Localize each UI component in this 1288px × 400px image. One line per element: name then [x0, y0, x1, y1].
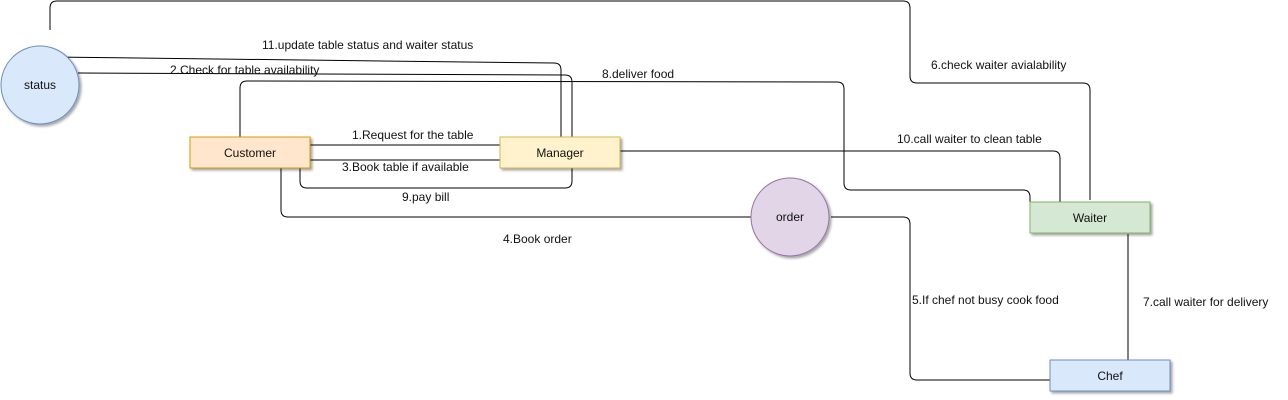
edge-2-line — [77, 72, 573, 189]
edge-3-label: 3.Book table if available — [342, 160, 469, 174]
edge-5-line — [831, 216, 1050, 381]
edge-6-line — [49, 0, 1091, 200]
manager-box — [499, 136, 621, 169]
node-order[interactable]: order — [750, 177, 830, 257]
node-manager[interactable]: Manager — [499, 136, 621, 169]
manager-label: Manager — [536, 146, 583, 160]
edge-11-line — [49, 56, 562, 137]
edge-4-label: 4.Book order — [503, 232, 572, 246]
order-label: order — [776, 210, 804, 224]
node-customer[interactable]: Customer — [189, 136, 311, 169]
edge-8-label: 8.deliver food — [602, 67, 674, 81]
edge-7-label: 7.call waiter for delivery — [1143, 295, 1268, 309]
edge-8-line — [239, 80, 1031, 202]
edge-11-label: 11.update table status and waiter status — [262, 38, 473, 52]
node-status[interactable]: status — [0, 45, 80, 125]
status-circle — [0, 45, 80, 125]
node-chef[interactable]: Chef — [1049, 359, 1171, 392]
edge-10-label: 10.call waiter to clean table — [897, 132, 1042, 146]
chef-box — [1049, 359, 1171, 392]
edge-4-line — [280, 168, 751, 218]
edge-1-label: 1.Request for the table — [352, 128, 474, 142]
order-circle — [750, 177, 830, 257]
customer-box — [189, 136, 311, 169]
waiter-label: Waiter — [1073, 211, 1107, 225]
edge-9-label: 9.pay bill — [402, 190, 449, 204]
edge-5-label: 5.If chef not busy cook food — [912, 293, 1059, 307]
node-waiter[interactable]: Waiter — [1029, 201, 1151, 234]
chef-label: Chef — [1097, 369, 1123, 383]
status-label: status — [24, 78, 56, 92]
edge-6-label: 6.check waiter avialability — [931, 58, 1066, 72]
waiter-box — [1029, 201, 1151, 234]
edge-2-label: 2.Check for table availability — [170, 63, 319, 77]
edge-10-line — [620, 150, 1061, 202]
customer-label: Customer — [224, 146, 276, 160]
